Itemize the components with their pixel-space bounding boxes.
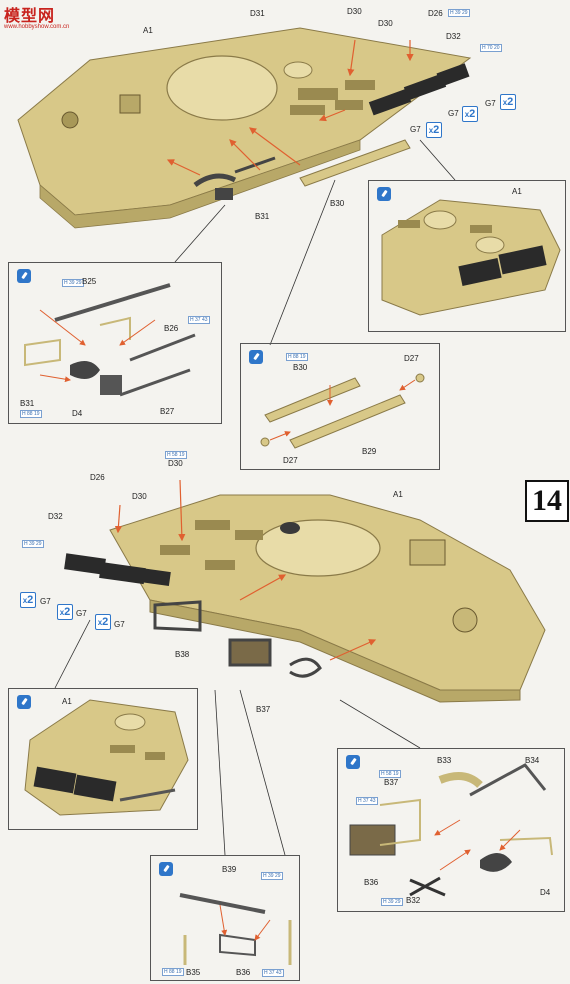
- paint-ref: H 37 43: [188, 316, 210, 324]
- panel-b25-art: [24, 283, 196, 397]
- panel-b33-art: [349, 763, 553, 897]
- multiplier-badge: x2: [462, 106, 478, 122]
- part-label: B25: [82, 277, 97, 286]
- glue-icon: [377, 187, 391, 201]
- glue-icon: [249, 350, 263, 364]
- part-label: D31: [250, 9, 265, 18]
- part-label: B36: [236, 968, 251, 977]
- part-label: B27: [160, 407, 175, 416]
- step-number: 14: [525, 480, 569, 522]
- paint-ref: H 58 19: [379, 770, 401, 778]
- detail-panel-a1-bottom: [8, 688, 198, 830]
- part-label: D4: [540, 888, 551, 897]
- paint-ref: H 37 43: [262, 969, 284, 977]
- part-label: B29: [362, 447, 377, 456]
- paint-ref: H 58 19: [165, 451, 187, 459]
- part-label: G7: [40, 597, 51, 606]
- part-label: B38: [175, 650, 190, 659]
- connector-lines: [54, 139, 456, 856]
- part-label: G7: [448, 109, 459, 118]
- detail-panel-a1-top: [368, 180, 566, 332]
- detail-panel-b25: [8, 262, 222, 424]
- part-label: A1: [393, 490, 403, 499]
- part-label: A1: [512, 187, 522, 196]
- panel-a1-top-art: [381, 199, 561, 316]
- part-label: B32: [406, 896, 421, 905]
- part-label: D4: [72, 409, 83, 418]
- multiplier-badge: x2: [426, 122, 442, 138]
- part-label: G7: [114, 620, 125, 629]
- glue-icon: [17, 269, 31, 283]
- part-label: B37: [256, 705, 271, 714]
- watermark-logo: 模型网 www.hobbyshow.com.cn: [0, 0, 70, 34]
- multiplier-badge: x2: [57, 604, 73, 620]
- detail-panel-b33: [337, 748, 565, 912]
- panel-b39-art: [179, 893, 292, 965]
- paint-ref: H 39 29: [448, 9, 470, 17]
- part-label: D27: [283, 456, 298, 465]
- part-label: A1: [62, 697, 72, 706]
- detail-panel-b30: [240, 343, 440, 470]
- paint-ref: H 88 19: [286, 353, 308, 361]
- part-label: G7: [485, 99, 496, 108]
- part-label: D30: [378, 19, 393, 28]
- part-label: G7: [410, 125, 421, 134]
- paint-ref: H 39 29: [261, 872, 283, 880]
- part-label: A1: [143, 26, 153, 35]
- panel-a1-bottom-art: [24, 699, 189, 816]
- part-label: D30: [132, 492, 147, 501]
- paint-ref: H 39 29: [62, 279, 84, 287]
- part-label: B35: [186, 968, 201, 977]
- part-label: D27: [404, 354, 419, 363]
- part-label: B31: [20, 399, 35, 408]
- paint-ref: H 39 29: [22, 540, 44, 548]
- multiplier-badge: x2: [500, 94, 516, 110]
- part-label: D30: [347, 7, 362, 16]
- detail-panel-b39: [150, 855, 300, 981]
- paint-ref: H 88 19: [162, 968, 184, 976]
- part-label: B30: [293, 363, 308, 372]
- part-label: D26: [428, 9, 443, 18]
- multiplier-badge: x2: [20, 592, 36, 608]
- glue-icon: [159, 862, 173, 876]
- paint-ref: H 37 43: [356, 797, 378, 805]
- multiplier-badge: x2: [95, 614, 111, 630]
- part-label: B30: [330, 199, 345, 208]
- paint-ref: H 88 19: [20, 410, 42, 418]
- bottom-hull: [64, 479, 546, 703]
- part-label: D32: [48, 512, 63, 521]
- top-hull: [17, 27, 472, 229]
- part-label: D32: [446, 32, 461, 41]
- part-label: D30: [168, 459, 183, 468]
- watermark-title: 模型网: [4, 8, 56, 25]
- part-label: G7: [76, 609, 87, 618]
- paint-ref: H 39 29: [381, 898, 403, 906]
- part-label: B26: [164, 324, 179, 333]
- part-label: B33: [437, 756, 452, 765]
- glue-icon: [17, 695, 31, 709]
- part-label: D26: [90, 473, 105, 482]
- part-label: B34: [525, 756, 540, 765]
- top-arrows: [166, 39, 414, 176]
- panel-b30-art: [260, 373, 425, 449]
- part-label: B36: [364, 878, 379, 887]
- part-label: B39: [222, 865, 237, 874]
- part-label: B31: [255, 212, 270, 221]
- glue-icon: [346, 755, 360, 769]
- paint-ref: H 70 20: [480, 44, 502, 52]
- part-label: B37: [384, 778, 399, 787]
- watermark-url: www.hobbyshow.com.cn: [4, 24, 70, 30]
